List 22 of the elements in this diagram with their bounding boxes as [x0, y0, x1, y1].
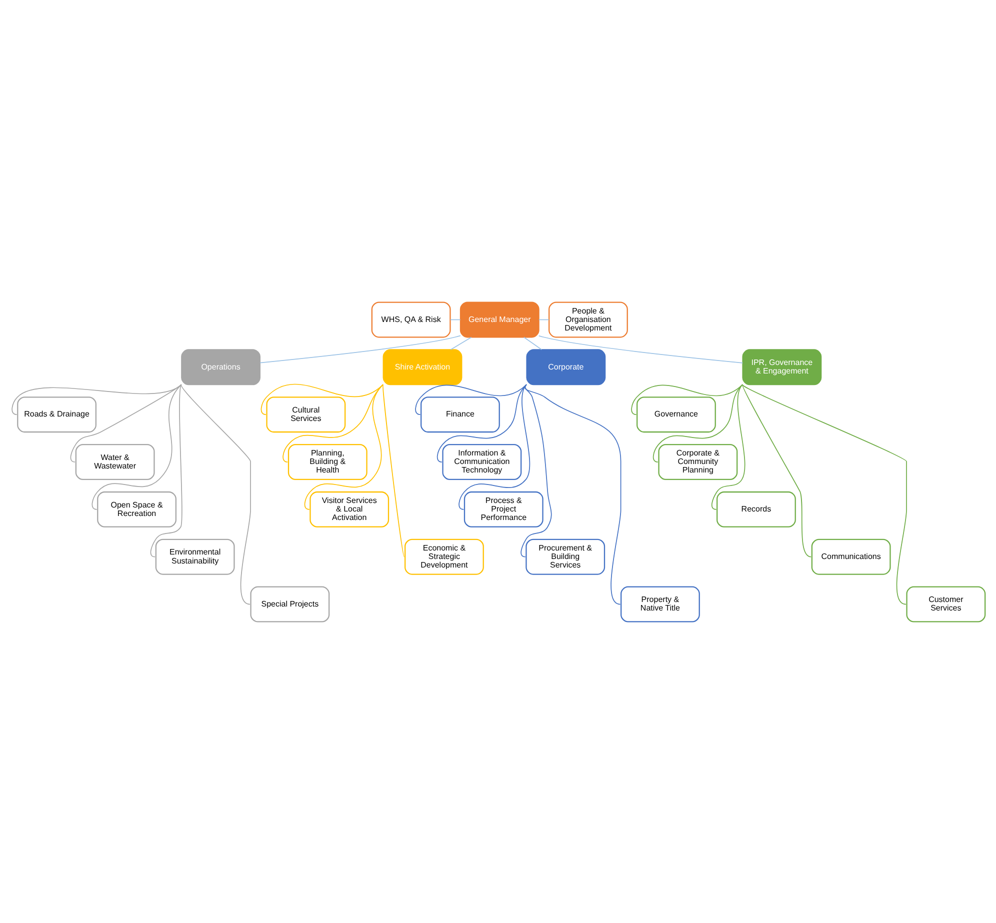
connector — [91, 384, 182, 510]
connector — [260, 383, 383, 414]
connector — [458, 384, 530, 510]
connector — [259, 334, 460, 363]
connector — [180, 384, 250, 604]
connector — [538, 334, 743, 363]
connector — [150, 384, 182, 557]
connector — [630, 384, 742, 414]
connector — [520, 384, 552, 557]
connector — [304, 384, 383, 510]
connector — [436, 384, 526, 462]
connector — [652, 384, 742, 462]
connector — [382, 384, 404, 557]
connector — [449, 318, 460, 320]
connector — [523, 336, 542, 350]
connector — [710, 384, 745, 510]
connector — [70, 384, 182, 462]
connector — [742, 384, 811, 557]
connector — [538, 318, 549, 320]
connector — [450, 336, 472, 350]
connector — [742, 384, 906, 604]
connector — [414, 384, 526, 414]
